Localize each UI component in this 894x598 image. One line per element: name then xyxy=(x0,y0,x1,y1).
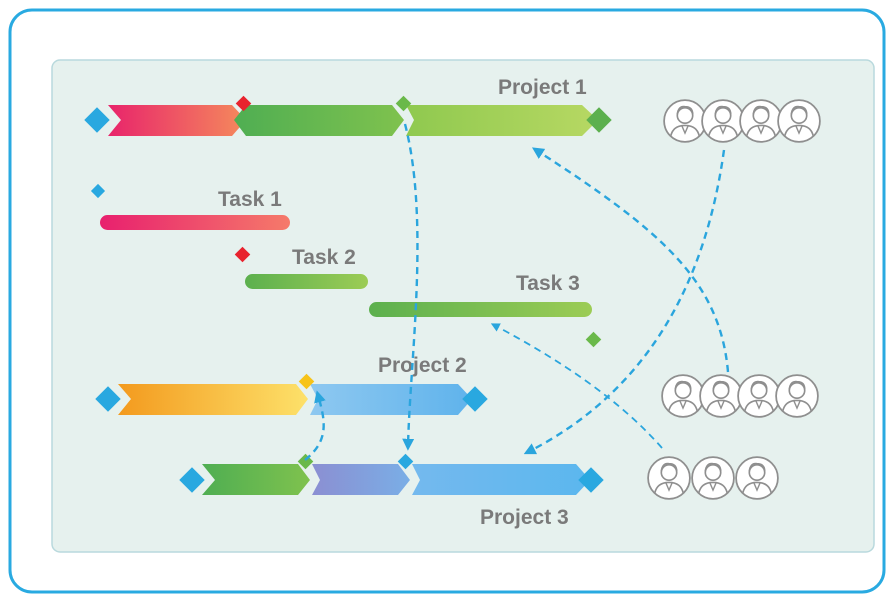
person-avatar-icon xyxy=(775,374,819,418)
project-3-segment-2 xyxy=(312,464,410,495)
project-1-segment-3 xyxy=(406,105,598,136)
project-3-start-diamond-icon xyxy=(179,467,205,493)
person-avatar-icon xyxy=(735,456,779,500)
person-avatar-icon xyxy=(691,456,735,500)
task-1-bar xyxy=(100,215,290,230)
person-avatar-icon xyxy=(739,99,783,143)
person-avatar-icon xyxy=(777,99,821,143)
arrow-team1-to-project3 xyxy=(523,149,726,455)
project-3-end-diamond-icon xyxy=(578,467,604,493)
project-3-segment-3 xyxy=(412,464,590,495)
project-2-end-diamond-icon xyxy=(462,386,488,412)
project-3-label: Project 3 xyxy=(480,506,569,529)
project-1-bar xyxy=(108,105,598,136)
project-1-segment-1 xyxy=(108,105,246,136)
task-3-bar xyxy=(369,302,592,317)
project-2-segment-1 xyxy=(118,384,308,415)
person-avatar-icon xyxy=(699,374,743,418)
task-2-label: Task 2 xyxy=(292,246,356,269)
person-avatar-icon xyxy=(737,374,781,418)
project-1-milestone-red-diamond-icon xyxy=(235,95,252,112)
project-2-start-diamond-icon xyxy=(95,386,121,412)
arrow-project3-to-project2 xyxy=(304,390,326,461)
project-3-segment-1 xyxy=(202,464,310,495)
person-avatar-icon xyxy=(701,99,745,143)
arrow-project1-to-project3 xyxy=(402,123,419,451)
dependency-arrows xyxy=(304,123,730,461)
project-1-label: Project 1 xyxy=(498,76,587,99)
task-3-label: Task 3 xyxy=(516,272,580,295)
person-avatar-icon xyxy=(647,456,691,500)
arrow-team3-to-task3 xyxy=(490,323,663,449)
project-1-end-diamond-icon xyxy=(586,107,612,133)
project-1-start-diamond-icon xyxy=(84,107,110,133)
project-2-segment-2 xyxy=(310,384,472,415)
project-2-label: Project 2 xyxy=(378,354,467,377)
person-avatar-icon xyxy=(663,99,707,143)
task-2-bar xyxy=(245,274,368,289)
project-2-bar xyxy=(118,384,472,415)
task-2-diamond-icon xyxy=(234,246,251,263)
project-1-segment-2 xyxy=(234,105,404,136)
person-avatar-icon xyxy=(661,374,705,418)
task-1-label: Task 1 xyxy=(218,188,282,211)
team-3 xyxy=(647,456,779,500)
project-3-bar xyxy=(202,464,590,495)
